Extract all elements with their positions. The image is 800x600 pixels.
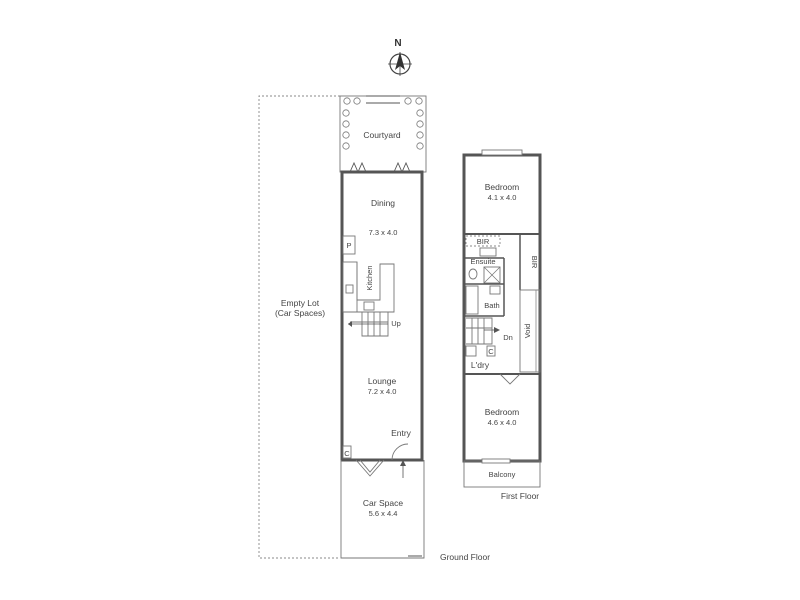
lounge-label: Lounge — [368, 376, 397, 386]
bir1 — [465, 235, 501, 247]
stairs-down-label: Dn — [503, 333, 513, 342]
empty-lot-label: Empty Lot — [281, 298, 320, 308]
cupboard — [342, 445, 352, 459]
courtyard-label: Courtyard — [363, 130, 401, 140]
courtyard: Courtyard — [339, 95, 427, 173]
bir1-label: BIR — [477, 237, 490, 246]
stair-arrow-icon — [348, 321, 352, 327]
stairs-up — [348, 311, 389, 337]
lounge-size: 7.2 x 4.0 — [368, 387, 397, 396]
first-floor-plan: Bedroom 4.1 x 4.0 BIR Ensuite BIR Bath V… — [462, 149, 542, 501]
stairs-up-label: Up — [391, 319, 401, 328]
kitchen-bench — [342, 261, 395, 313]
pantry-label: P — [346, 241, 351, 250]
bay-window — [355, 459, 385, 477]
bath-label: Bath — [484, 301, 499, 310]
car-space-label: Car Space — [363, 498, 403, 508]
laundry-label: L'dry — [471, 360, 490, 370]
dining-label: Dining — [371, 198, 395, 208]
balcony-label: Balcony — [489, 470, 516, 479]
bedroom1-label: Bedroom — [485, 182, 520, 192]
window — [481, 149, 523, 156]
north-label: N — [394, 38, 401, 49]
entry-door — [391, 443, 409, 461]
ground-floor-walls — [340, 170, 424, 462]
stair-arrow-down-icon — [494, 327, 500, 333]
stairs-down — [466, 317, 500, 345]
bathtub-icon — [465, 285, 479, 315]
laundry-trough-icon — [465, 345, 477, 357]
bedroom2-label: Bedroom — [485, 407, 520, 417]
pantry — [342, 235, 356, 255]
compass: N — [388, 38, 412, 76]
laundry-cupboard — [486, 345, 496, 357]
balcony-door — [481, 458, 511, 464]
kitchen-label: Kitchen — [365, 265, 374, 290]
void — [519, 289, 541, 373]
cooktop-icon — [345, 284, 354, 294]
entry-arrow-icon — [400, 460, 406, 466]
ensuite-label: Ensuite — [470, 257, 495, 266]
basin-icon — [479, 247, 497, 257]
first-floor-caption: First Floor — [501, 491, 539, 501]
bir2-label: BIR — [530, 256, 539, 269]
empty-lot-sublabel: (Car Spaces) — [275, 308, 325, 318]
empty-lot: Empty Lot (Car Spaces) — [258, 95, 340, 559]
door-swing — [499, 373, 521, 385]
car-space-size: 5.6 x 4.4 — [369, 509, 398, 518]
dining-size: 7.3 x 4.0 — [369, 228, 398, 237]
entry-label: Entry — [391, 428, 412, 438]
laundry-cupboard-label: C — [488, 347, 494, 356]
plant-icon — [342, 97, 424, 150]
void-label: Void — [523, 324, 532, 339]
bifold-door — [349, 161, 411, 174]
bedroom2-size: 4.6 x 4.0 — [488, 418, 517, 427]
bedroom1-size: 4.1 x 4.0 — [488, 193, 517, 202]
cupboard-label: C — [344, 449, 350, 458]
compass-icon — [388, 52, 412, 76]
ground-floor-caption: Ground Floor — [440, 552, 490, 562]
sink-icon — [363, 301, 375, 311]
car-space — [340, 460, 425, 559]
ground-floor-plan: Courtyard Dining 7.3 x 4.0 P F Kitchen — [339, 95, 490, 562]
bath-basin-icon — [489, 285, 501, 295]
toilet-icon — [468, 268, 478, 280]
